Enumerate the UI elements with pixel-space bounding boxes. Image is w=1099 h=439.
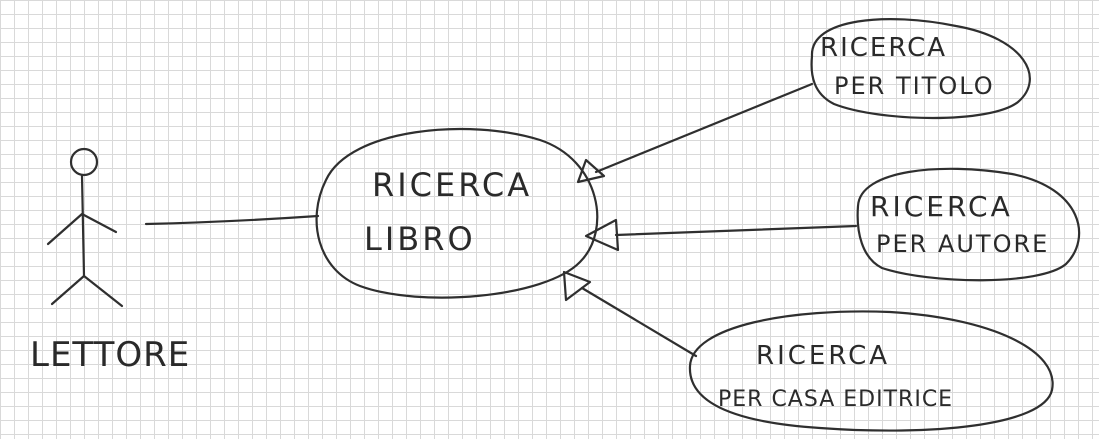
use-case-ricerca-per-titolo[interactable]: RICERCA PER TITOLO [810,18,1031,120]
actor-head [69,147,99,177]
generalization-titolo [576,82,814,184]
use-case-author-line1: RICERCA [870,190,1013,223]
use-case-ricerca-per-autore[interactable]: RICERCA PER AUTORE [856,167,1081,282]
use-case-ellipse [810,18,1031,120]
association-line [144,214,320,226]
use-case-author-line2: PER AUTORE [876,230,1049,258]
generalization-line [594,82,814,174]
use-case-ricerca-libro[interactable]: RICERCA LIBRO [315,127,599,299]
actor-lettore[interactable] [46,147,124,308]
generalization-arrowhead [576,158,606,184]
use-case-title-line2: PER TITOLO [834,72,995,100]
use-case-main-line1: RICERCA [372,166,532,204]
generalization-casa-editrice [562,270,698,358]
generalization-arrowhead [584,218,620,252]
use-case-ellipse [856,167,1081,282]
use-case-ricerca-per-casa-editrice[interactable]: RICERCA PER CASA EDITRICE [688,310,1054,432]
use-case-ellipse [688,310,1054,432]
actor-body [80,174,86,278]
actor-arms [46,212,118,246]
use-case-title-line1: RICERCA [820,33,947,63]
use-case-ellipse [315,127,599,299]
use-case-main-line2: LIBRO [364,220,476,258]
use-case-publisher-line2: PER CASA EDITRICE [718,387,953,412]
actor-legs [50,274,124,308]
use-case-publisher-line1: RICERCA [756,341,890,371]
generalization-arrowhead [562,270,592,302]
generalization-line [580,286,698,358]
actor-label: LETTORE [30,335,190,375]
generalization-line [614,224,858,237]
generalization-autore [584,218,858,252]
